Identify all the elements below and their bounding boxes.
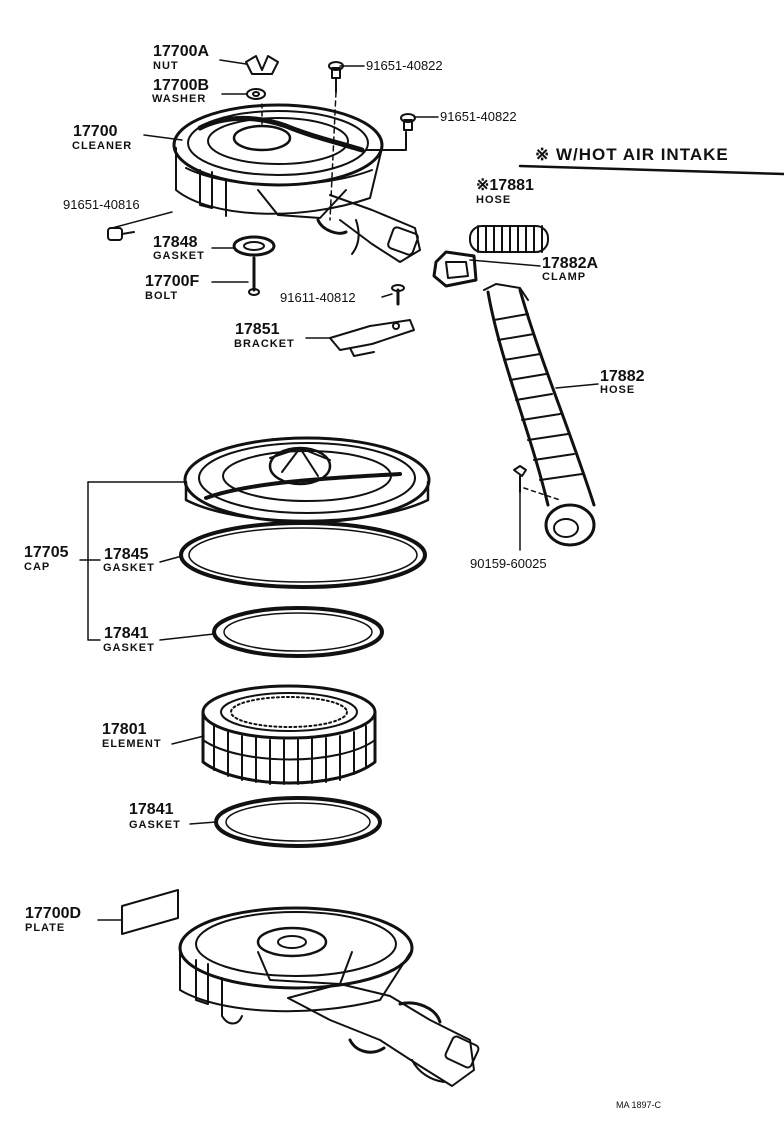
part-number-91651-40822-right: 91651-40822: [440, 109, 517, 124]
callout-17882-name: HOSE: [600, 384, 636, 396]
callout-17882A-name: CLAMP: [542, 271, 587, 283]
callout-17705-name: CAP: [24, 561, 51, 573]
callout-17841-upper-number: 17841: [104, 625, 149, 642]
callout-17700-number: 17700: [73, 123, 118, 140]
callout-17848-number: 17848: [153, 234, 198, 251]
callout-17700D-number: 17700D: [25, 905, 82, 922]
callout-17845-name: GASKET: [103, 562, 155, 574]
cap-drawing: [183, 436, 431, 524]
callout-17841-upper-name: GASKET: [103, 642, 155, 654]
callout-17700F-name: BOLT: [145, 290, 179, 302]
callout-17881-number: ※17881: [476, 177, 534, 194]
gasket-17845-drawing: [179, 521, 427, 589]
callout-17848-name: GASKET: [153, 250, 205, 262]
callout-17845-number: 17845: [104, 546, 149, 563]
callout-17882A-number: 17882A: [542, 255, 599, 272]
drawing-reference: MA 1897-C: [616, 1100, 662, 1110]
callout-17700F-number: 17700F: [145, 273, 200, 290]
filter-element-drawing: [201, 684, 377, 785]
gasket-17841-lower-drawing: [214, 796, 382, 848]
gasket-17841-upper-drawing: [212, 606, 384, 658]
callout-17841-lower-number: 17841: [129, 801, 174, 818]
part-number-90159-60025: 90159-60025: [470, 556, 547, 571]
callout-17700A-number: 17700A: [153, 43, 210, 60]
callout-17801-name: ELEMENT: [102, 738, 162, 750]
header-underline: [518, 164, 784, 176]
callout-17841-lower-name: GASKET: [129, 819, 181, 831]
callout-17700B-number: 17700B: [153, 77, 210, 94]
callout-17801-number: 17801: [102, 721, 147, 738]
callout-17851-name: BRACKET: [234, 338, 295, 350]
callout-17700-name: CLEANER: [72, 140, 133, 152]
hot-air-intake-header: ※ W/HOT AIR INTAKE: [535, 145, 729, 164]
callout-17700A-name: NUT: [153, 60, 179, 72]
part-number-91651-40822-top: 91651-40822: [366, 58, 443, 73]
air-cleaner-bottom-drawing: [178, 906, 480, 1087]
plate-drawing: [121, 889, 179, 935]
callout-17882-number: 17882: [600, 368, 645, 385]
callout-17851-number: 17851: [235, 321, 280, 338]
hot-air-intake-drawings: [432, 225, 596, 551]
callout-17881-name: HOSE: [476, 194, 512, 206]
callout-17700B-name: WASHER: [152, 93, 207, 105]
air-cleaner-top-drawing: [172, 91, 421, 263]
part-number-91651-40816: 91651-40816: [63, 197, 140, 212]
callout-17705-number: 17705: [24, 544, 69, 561]
callout-17700D-name: PLATE: [25, 922, 66, 934]
part-number-91611-40812: 91611-40812: [280, 290, 356, 305]
leader-lines: [79, 59, 599, 921]
hardware-drawings: [107, 55, 416, 357]
